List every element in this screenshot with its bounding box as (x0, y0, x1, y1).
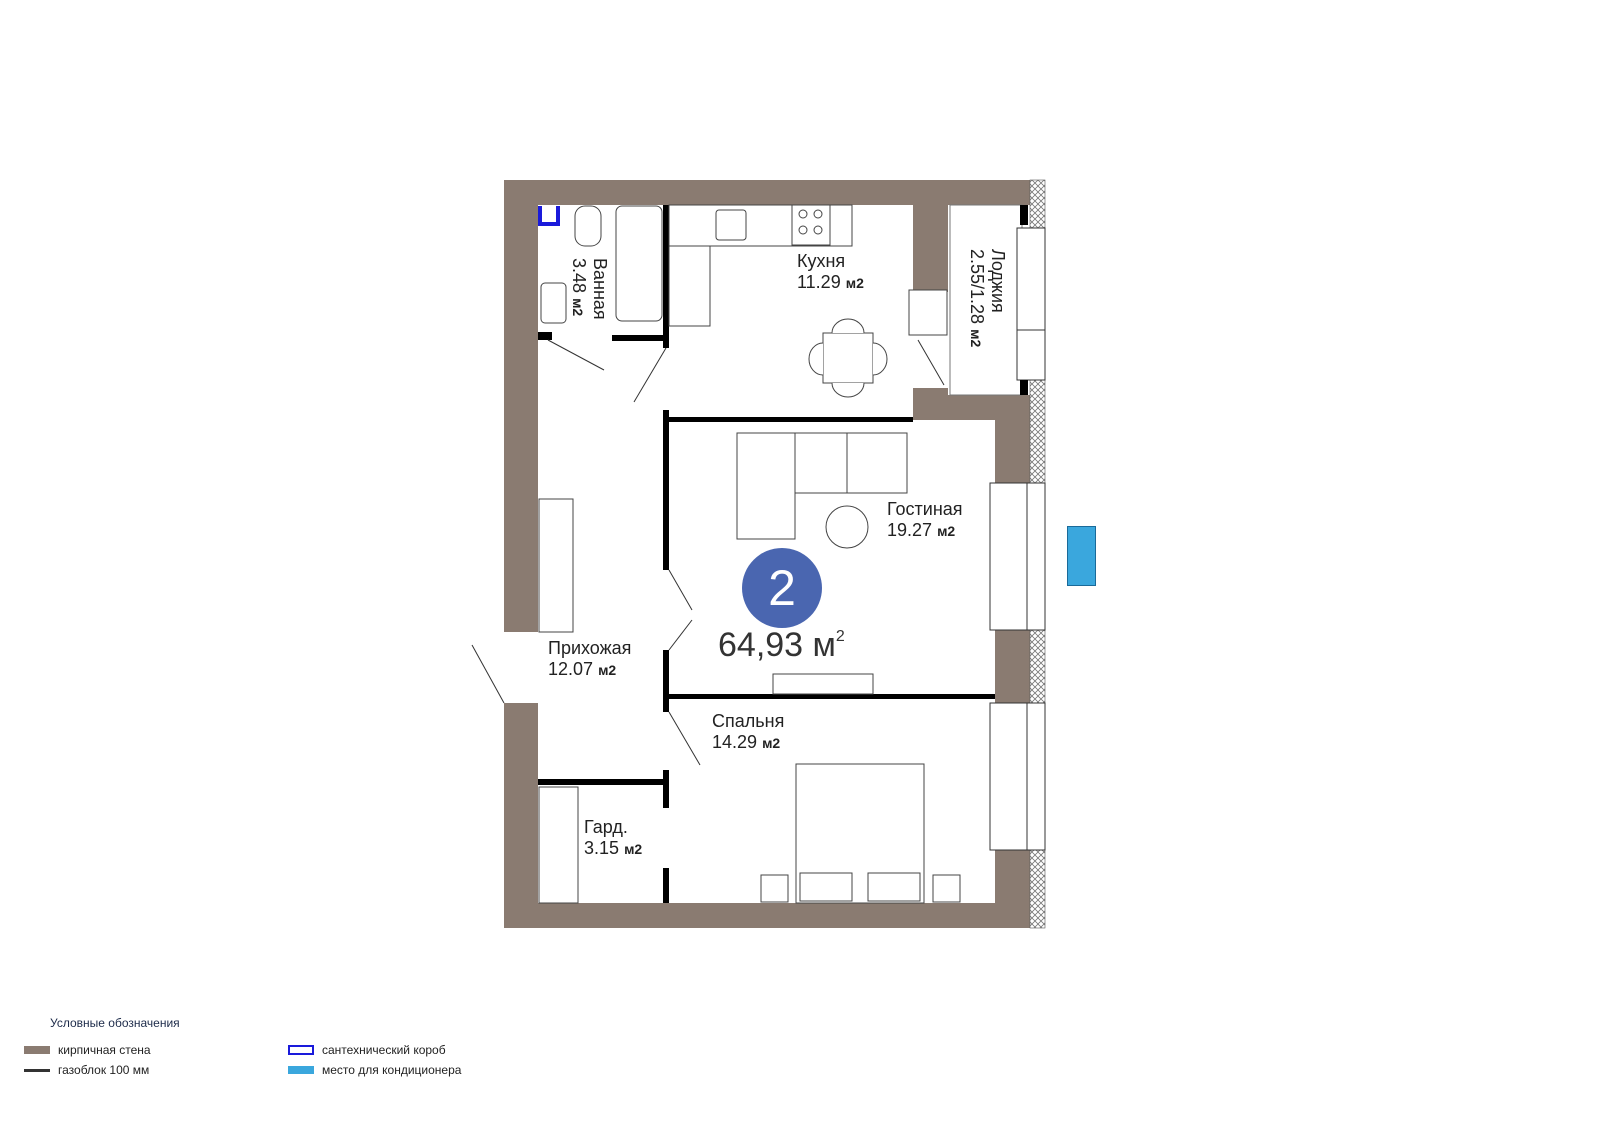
room-area: 11.29 (797, 272, 841, 292)
legend-item-ac: место для кондиционера (288, 1063, 461, 1077)
legend-label: сантехнический короб (322, 1043, 446, 1057)
room-unit: м2 (937, 523, 956, 539)
room-unit: м2 (762, 735, 781, 751)
room-unit: м2 (624, 841, 643, 857)
room-name: Ванная (590, 258, 610, 320)
room-name: Прихожая (548, 638, 632, 658)
room-area: 3.15 (584, 838, 620, 858)
legend-item-gasblock: газоблок 100 мм (24, 1063, 149, 1077)
room-area: 19.27 (887, 520, 933, 540)
windows (989, 482, 1046, 851)
brick-swatch (24, 1046, 50, 1054)
door-swings (471, 339, 945, 766)
room-name: Кухня (797, 251, 846, 271)
legend-label: газоблок 100 мм (58, 1063, 150, 1077)
legend-label: место для кондиционера (322, 1063, 462, 1077)
legend-label: кирпичная стена (58, 1043, 151, 1057)
room-area: 3.48 (569, 258, 589, 294)
total-area: 64,93 м2 (718, 626, 845, 665)
room-name: Гард. (584, 817, 628, 837)
rooms-count-badge: 2 (742, 548, 822, 628)
room-unit: м2 (570, 298, 586, 317)
gasblock-swatch (24, 1068, 50, 1072)
legend-item-plumbing: сантехнический короб (288, 1043, 446, 1057)
room-unit: м2 (845, 275, 864, 291)
room-name: Спальня (712, 711, 785, 731)
room-area: 2.55/1.28 (967, 249, 987, 325)
plumbing-box (538, 206, 560, 226)
legend-title: Условные обозначения (50, 1016, 180, 1030)
total-area-value: 64,93 м (718, 626, 836, 664)
furniture (538, 204, 961, 904)
plumbing-swatch (288, 1045, 314, 1055)
loggia (949, 204, 1046, 396)
room-label-wardrobe: Гард.3.15 м2 (584, 817, 642, 860)
room-unit: м2 (968, 329, 984, 348)
room-unit: м2 (598, 662, 617, 678)
total-area-sup: 2 (835, 628, 845, 645)
room-area: 14.29 (712, 732, 758, 752)
room-name: Гостиная (887, 499, 963, 519)
gasblock-walls (538, 205, 995, 903)
room-area: 12.07 (548, 659, 594, 679)
legend-item-brick: кирпичная стена (24, 1043, 151, 1057)
ac-placement (1067, 526, 1096, 586)
ac-swatch (288, 1066, 314, 1074)
room-name: Лоджия (988, 249, 1008, 313)
brick-walls (504, 180, 1030, 928)
